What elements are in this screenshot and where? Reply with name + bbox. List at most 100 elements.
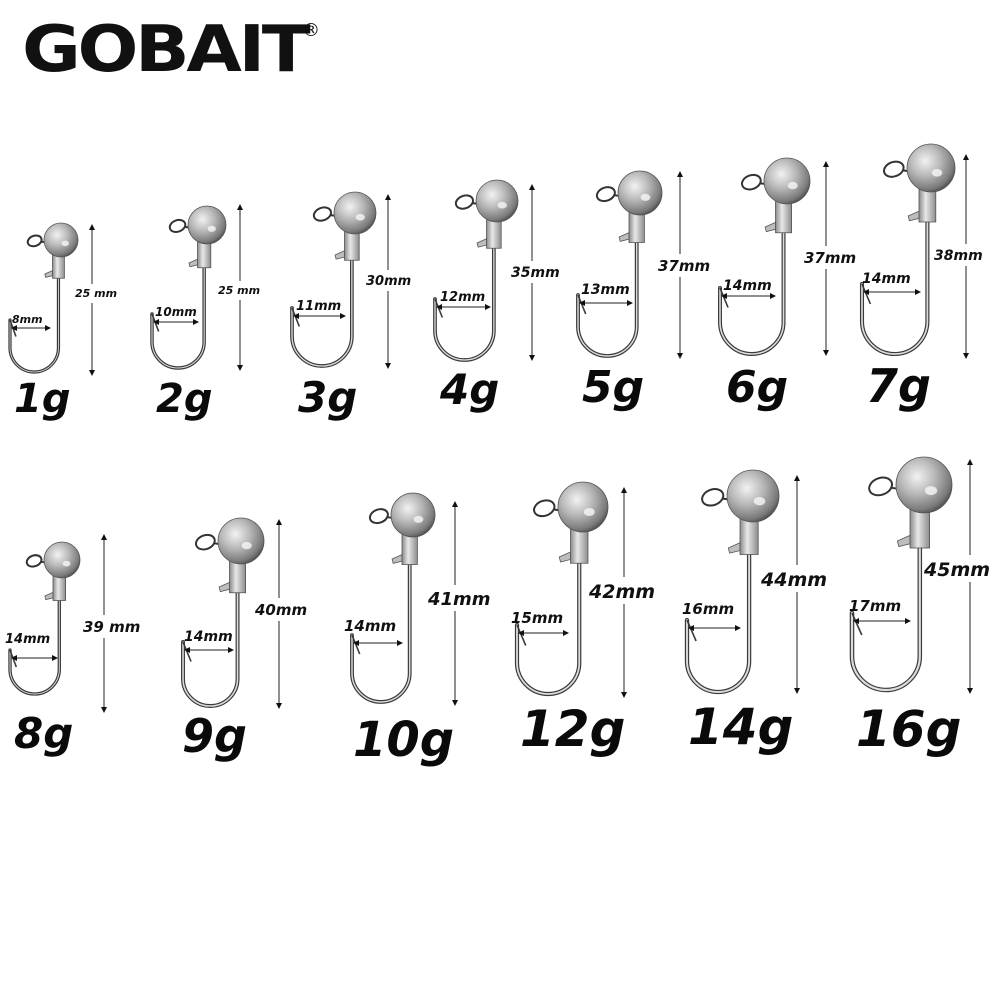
- height-label: 44mm: [760, 569, 827, 591]
- line-tie-eye-icon: [701, 488, 725, 507]
- height-label: 39 mm: [83, 618, 140, 636]
- bait-keeper-icon: [727, 542, 741, 554]
- bait-keeper-icon: [218, 581, 230, 593]
- lead-ball-head-icon: [895, 456, 953, 514]
- bait-keeper-icon: [618, 231, 630, 242]
- lead-ball-head-icon: [763, 157, 811, 205]
- bait-keeper-icon: [188, 258, 198, 268]
- weight-label: 6g: [726, 362, 788, 413]
- line-tie-eye-icon: [868, 476, 894, 497]
- jig-head-item: 25 mm 10mm 2g: [150, 204, 260, 422]
- jig-head-item: 39 mm 14mm 8g: [5, 534, 140, 758]
- weight-label: 4g: [439, 365, 499, 414]
- hook-wire-icon: [8, 598, 61, 696]
- hook-wire-icon: [576, 240, 639, 358]
- bait-keeper-icon: [896, 534, 911, 548]
- weight-label: 12g: [520, 700, 625, 758]
- height-label: 42mm: [588, 581, 655, 603]
- gap-width-label: 14mm: [344, 617, 396, 635]
- lead-ball-head-icon: [906, 143, 956, 193]
- lead-ball-head-icon: [187, 205, 227, 245]
- gap-width-label: 14mm: [723, 278, 772, 294]
- registered-mark-icon: ®: [302, 20, 320, 41]
- weight-label: 3g: [298, 373, 357, 422]
- weight-label: 1g: [14, 376, 70, 422]
- gap-width-label: 11mm: [296, 299, 341, 314]
- line-tie-eye-icon: [194, 533, 216, 551]
- lead-ball-head-icon: [43, 222, 79, 258]
- jig-head-item: 38mm 14mm 7g: [859, 143, 983, 413]
- hook-barb-icon: [851, 612, 863, 636]
- jig-head-item: 37mm 14mm 6g: [718, 157, 856, 413]
- jig-head-item: 44mm 16mm 14g: [682, 469, 827, 756]
- line-tie-eye-icon: [26, 234, 43, 248]
- jig-head-item: 35mm 12mm 4g: [433, 179, 560, 414]
- bait-keeper-icon: [44, 269, 53, 278]
- bait-keeper-icon: [334, 250, 345, 260]
- line-tie-eye-icon: [25, 554, 43, 568]
- line-tie-eye-icon: [168, 218, 187, 233]
- weight-label: 2g: [156, 376, 212, 422]
- brand-logo: GOBAIT ®: [22, 18, 320, 82]
- height-label: 30mm: [366, 274, 411, 289]
- brand-name: GOBAIT: [22, 13, 311, 87]
- gap-width-label: 14mm: [184, 629, 233, 645]
- line-tie-eye-icon: [595, 186, 616, 203]
- hook-wire-icon: [181, 590, 240, 708]
- height-label: 37mm: [804, 249, 856, 267]
- jig-head-item: 25 mm 8mm 1g: [8, 222, 117, 422]
- jig-head-item: 42mm 15mm 12g: [511, 481, 655, 758]
- line-tie-eye-icon: [740, 173, 762, 191]
- height-label: 25 mm: [75, 287, 117, 300]
- bait-keeper-icon: [391, 553, 403, 564]
- bait-keeper-icon: [907, 210, 920, 222]
- lead-ball-head-icon: [390, 492, 436, 538]
- gap-width-label: 12mm: [440, 290, 485, 305]
- weight-label: 16g: [856, 700, 961, 758]
- gap-width-label: 13mm: [581, 282, 630, 298]
- lead-ball-head-icon: [333, 191, 377, 235]
- lead-ball-head-icon: [557, 481, 609, 533]
- height-label: 35mm: [511, 265, 560, 281]
- lead-ball-head-icon: [475, 179, 519, 223]
- gap-width-label: 8mm: [12, 313, 43, 326]
- line-tie-eye-icon: [883, 160, 905, 178]
- height-label: 40mm: [254, 601, 307, 619]
- gap-width-label: 16mm: [682, 600, 734, 618]
- line-tie-eye-icon: [368, 508, 389, 525]
- gap-width-label: 17mm: [849, 597, 901, 615]
- gap-width-label: 15mm: [511, 609, 563, 627]
- jig-head-item: 30mm 11mm 3g: [290, 191, 411, 422]
- line-tie-eye-icon: [312, 206, 333, 222]
- line-tie-eye-icon: [533, 499, 556, 518]
- lead-ball-head-icon: [43, 541, 81, 579]
- lead-ball-head-icon: [617, 170, 663, 216]
- height-label: 38mm: [934, 248, 983, 264]
- gap-width-label: 14mm: [862, 271, 911, 287]
- lead-ball-head-icon: [217, 517, 265, 565]
- bait-keeper-icon: [558, 551, 571, 563]
- jig-head-item: 41mm 14mm 10g: [344, 492, 491, 768]
- bait-keeper-icon: [764, 221, 776, 233]
- bait-keeper-icon: [476, 238, 487, 248]
- hook-wire-icon: [849, 545, 923, 693]
- weight-label: 7g: [866, 359, 931, 413]
- lead-ball-head-icon: [726, 469, 780, 523]
- weight-label: 5g: [582, 362, 644, 413]
- height-label: 25 mm: [218, 284, 260, 297]
- weight-label: 8g: [14, 709, 73, 758]
- height-label: 41mm: [427, 589, 491, 610]
- line-tie-eye-icon: [454, 194, 475, 210]
- weight-label: 14g: [688, 698, 793, 756]
- hook-wire-icon: [514, 561, 582, 697]
- gap-width-label: 10mm: [155, 305, 197, 319]
- gap-width-label: 14mm: [5, 632, 50, 647]
- bait-keeper-icon: [44, 591, 54, 601]
- weight-label: 10g: [353, 712, 454, 768]
- hook-wire-icon: [684, 552, 752, 695]
